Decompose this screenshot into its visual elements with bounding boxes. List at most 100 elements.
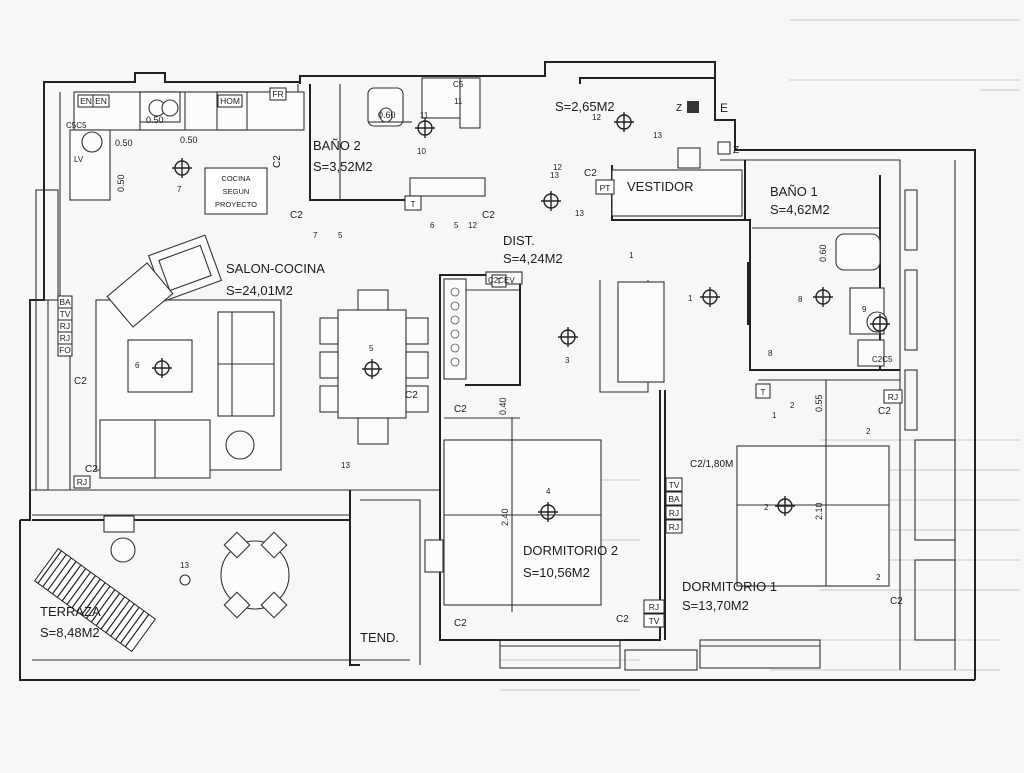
socket-tag-left-2: RJ — [60, 321, 70, 331]
circuit-number-0: 7 — [177, 185, 182, 194]
light-point-icon — [558, 327, 578, 347]
circuit-number-26: 5 — [338, 231, 343, 240]
bathroom-1 — [747, 175, 888, 370]
circuit-number-9: 6 — [135, 361, 140, 370]
room-name-bano-2: BAÑO 2 — [313, 138, 361, 153]
circuit-number-19: 8 — [768, 349, 773, 358]
socket-tag-bed1-2: RJ — [669, 508, 679, 518]
z-marker-label-2: Z — [733, 145, 739, 156]
thermostat-tag-box — [404, 195, 422, 211]
socket-tag-bed1-0-box — [665, 477, 683, 492]
z-marker-label-1: Z — [676, 103, 682, 114]
light-points-layer — [152, 112, 890, 522]
socket-tag-rj-bed1-box — [883, 389, 903, 404]
tag-c2c5-bano1: C2C5 — [872, 355, 893, 364]
round-table-chairs — [220, 531, 290, 619]
dimension-label: 0.40 — [498, 397, 508, 415]
socket-tag-rj-bed2-box — [643, 599, 665, 614]
tag-c2cev: C2CEV — [488, 276, 515, 285]
room-area-terraza: S=8,48M2 — [40, 625, 100, 640]
room-area-dist: S=4,24M2 — [503, 251, 563, 266]
light-point-icon — [362, 359, 382, 379]
dressing-room — [611, 141, 900, 371]
circuit-number-11: 4 — [546, 487, 551, 496]
circuit-number-7: 1 — [688, 294, 693, 303]
socket-tag-bed1-3-box — [665, 519, 683, 534]
circuit-number-27: 6 — [430, 221, 435, 230]
socket-tag-left-4-box — [57, 343, 73, 357]
dimension-label: 0.50 — [180, 135, 198, 145]
bathroom-2 — [309, 77, 486, 201]
room-name-salon-cocina: SALON-COCINA — [226, 261, 325, 276]
dimension-label: 0.60 — [378, 110, 396, 120]
kitchen-tag-fr-box — [269, 87, 287, 101]
socket-tag-bed1-3: RJ — [669, 522, 679, 532]
circuit-number-3: 13 — [550, 171, 559, 180]
socket-tag-tv-bed2-box — [643, 613, 665, 628]
light-point-icon — [541, 191, 561, 211]
c2-socket-label-11: C2 — [85, 464, 98, 475]
room-area-salon-cocina: S=24,01M2 — [226, 283, 293, 298]
e-marker-label: E — [720, 101, 728, 115]
circuit-number-17: 11 — [454, 97, 463, 106]
light-point-icon — [538, 502, 558, 522]
kitchen-tag-en-2-box — [92, 94, 110, 108]
circuit-number-28: 5 — [454, 221, 459, 230]
c2-socket-label-1: C2 — [290, 210, 303, 221]
circuit-number-23: 1 — [772, 411, 777, 420]
dimension-label: 0.50 — [115, 138, 133, 148]
light-point-icon — [415, 118, 435, 138]
socket-tag-tv-bed2: TV — [649, 616, 660, 626]
sun-lounger — [34, 547, 156, 653]
room-name-vestidor: VESTIDOR — [627, 179, 693, 194]
room-area-hall: S=2,65M2 — [555, 99, 615, 114]
socket-tag-rj-salon-box — [73, 475, 91, 489]
circuit-number-25: 7 — [313, 231, 318, 240]
kitchen-tag-en-2: EN — [95, 96, 107, 106]
light-point-icon — [172, 158, 192, 178]
circuit-number-14: 13 — [180, 561, 189, 570]
socket-tag-left-4: FO — [59, 345, 71, 355]
circuit-number-15: 10 — [417, 147, 426, 156]
circuit-number-20: 9 — [862, 305, 867, 314]
socket-tag-left-0: BA — [59, 297, 71, 307]
room-name-bano-1: BAÑO 1 — [770, 184, 818, 199]
living-furniture — [95, 234, 282, 479]
dimension-label: 0.50 — [146, 115, 164, 125]
c2-socket-label-10: C2 — [890, 596, 903, 607]
kitchen-note-line-1: COCINA — [221, 174, 250, 183]
kitchen-note-line-3: PROYECTO — [215, 200, 257, 209]
socket-tag-left-1: TV — [60, 309, 71, 319]
circuit-number-10: 5 — [369, 344, 374, 353]
room-name-dormitorio-1: DORMITORIO 1 — [682, 579, 777, 594]
room-name-dist: DIST. — [503, 233, 535, 248]
dimension-label: 2.40 — [500, 508, 510, 526]
kitchen-tag-hom: HOM — [220, 96, 240, 106]
room-area-dormitorio-2: S=10,56M2 — [523, 565, 590, 580]
panel-box-icon — [687, 101, 699, 113]
circuit-number-29: 12 — [468, 221, 477, 230]
circuit-number-13: 13 — [341, 461, 350, 470]
light-point-icon — [775, 496, 795, 516]
circuit-number-24: 2 — [790, 401, 795, 410]
socket-tag-rj-salon: RJ — [77, 477, 87, 487]
circuit-number-2: 12 — [592, 113, 601, 122]
dimension-label: 2.10 — [814, 502, 824, 520]
c2-socket-label-6: C2 — [405, 390, 418, 401]
dimension-label: 0.50 — [116, 174, 126, 192]
thermostat-tag-bed1-box — [755, 383, 771, 399]
circuit-number-18: 1 — [629, 251, 634, 260]
kitchen-note-line-2: SEGUN — [223, 187, 250, 196]
circuit-number-8: 8 — [798, 295, 803, 304]
socket-tag-bed1-1: BA — [668, 494, 680, 504]
room-area-bano-2: S=3,52M2 — [313, 159, 373, 174]
room-name-tendedero: TEND. — [360, 630, 399, 645]
socket-tag-rj-bed1: RJ — [888, 392, 898, 402]
light-point-icon — [614, 112, 634, 132]
thermostat-tag: T — [410, 199, 415, 209]
circuit-number-21: 2 — [866, 427, 871, 436]
bottom-windows — [499, 639, 821, 671]
room-area-bano-1: S=4,62M2 — [770, 202, 830, 217]
